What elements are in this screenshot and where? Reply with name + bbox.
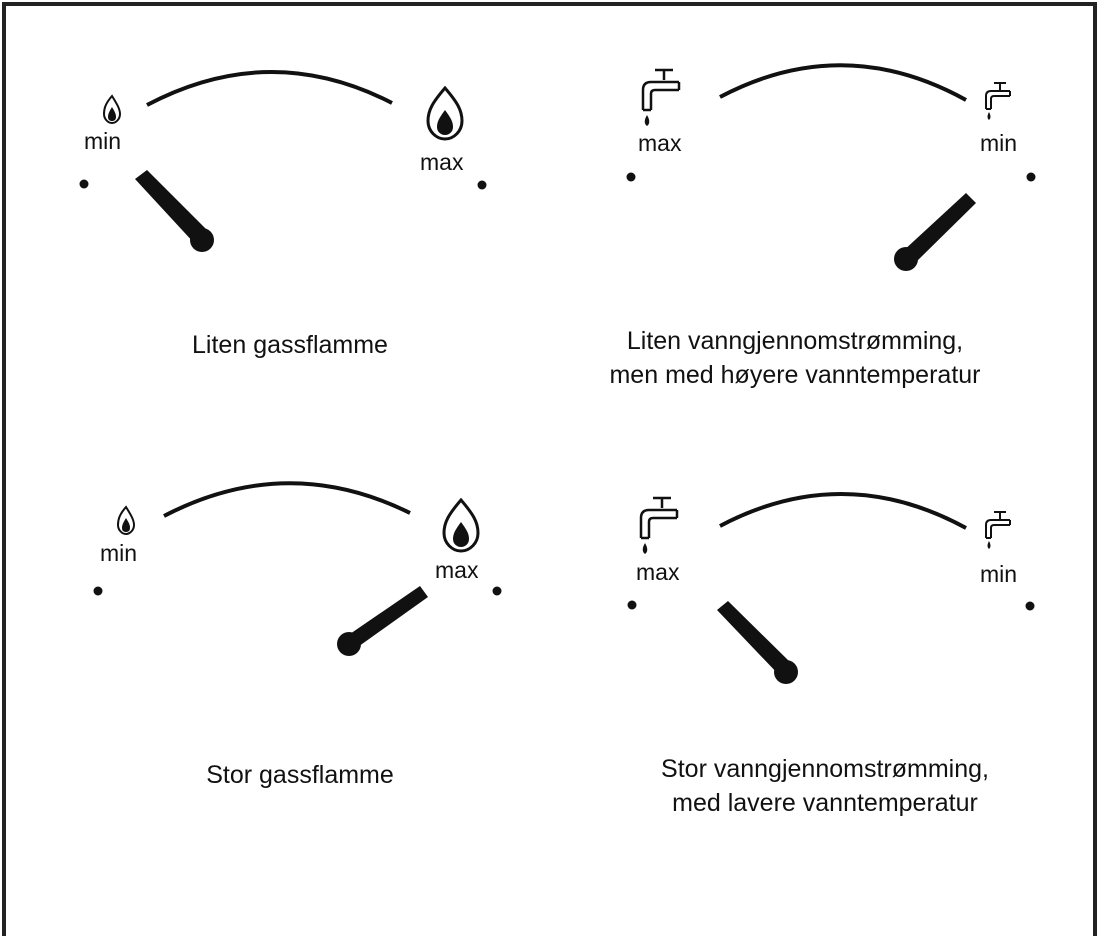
dial-right-label: max [420,149,464,175]
dial-arc [719,63,967,102]
dial-needle-hub [190,228,214,252]
flame-small-icon [116,505,136,536]
caption-line: men med høyere vanntemperatur [609,361,981,389]
dial-needle [902,193,976,264]
dial-left-label: max [636,559,680,585]
caption-line: Stor vanngjennomstrømming, [661,755,989,783]
flame-small-icon [102,94,122,125]
caption-line: Liten vanngjennomstrømming, [626,327,964,355]
dial-dot-right [1025,601,1035,611]
caption-gas-small: Liten gassflamme [140,328,440,362]
dial-needle [717,601,792,676]
dial-left-label: min [84,128,121,154]
dial-dot-left [79,179,89,189]
dial-left-label: min [100,540,137,566]
tap-large-icon [641,68,681,126]
dial-dot-right [492,586,502,596]
dial-needle-hub [774,660,798,684]
dial-dot-right [477,180,487,190]
caption-water-large: Stor vanngjennomstrømming, med lavere va… [580,752,1070,820]
flame-large-icon [442,497,480,553]
caption-line: med lavere vanntemperatur [672,789,978,817]
dial-needle-hub [894,247,918,271]
tap-small-icon [985,511,1011,549]
dial-arc [719,492,967,530]
dial-right-label: max [435,557,479,583]
caption-water-small: Liten vanngjennomstrømming, men med høye… [545,324,1045,392]
dial-needle [347,586,428,649]
dial-dot-left [626,172,636,182]
caption-line: Liten gassflamme [192,331,388,359]
caption-gas-large: Stor gassflamme [150,758,450,792]
dial-gas-small: min max [79,70,487,252]
flame-large-icon [426,85,464,141]
dial-right-label: min [980,561,1017,587]
dial-water-large: max min [627,492,1035,684]
dial-arc [146,70,393,107]
tap-large-icon [639,496,679,554]
dial-needle-hub [337,632,361,656]
dial-needle [135,170,209,244]
tap-small-icon [985,82,1011,120]
dial-dot-right [1026,172,1036,182]
dial-gas-large: min max [93,481,502,656]
dial-right-label: min [980,130,1017,156]
dial-dot-left [93,586,103,596]
caption-line: Stor gassflamme [206,761,394,789]
dial-dot-left [627,600,637,610]
dial-arc [163,481,411,518]
dial-left-label: max [638,130,682,156]
dial-water-small: max min [626,63,1036,271]
